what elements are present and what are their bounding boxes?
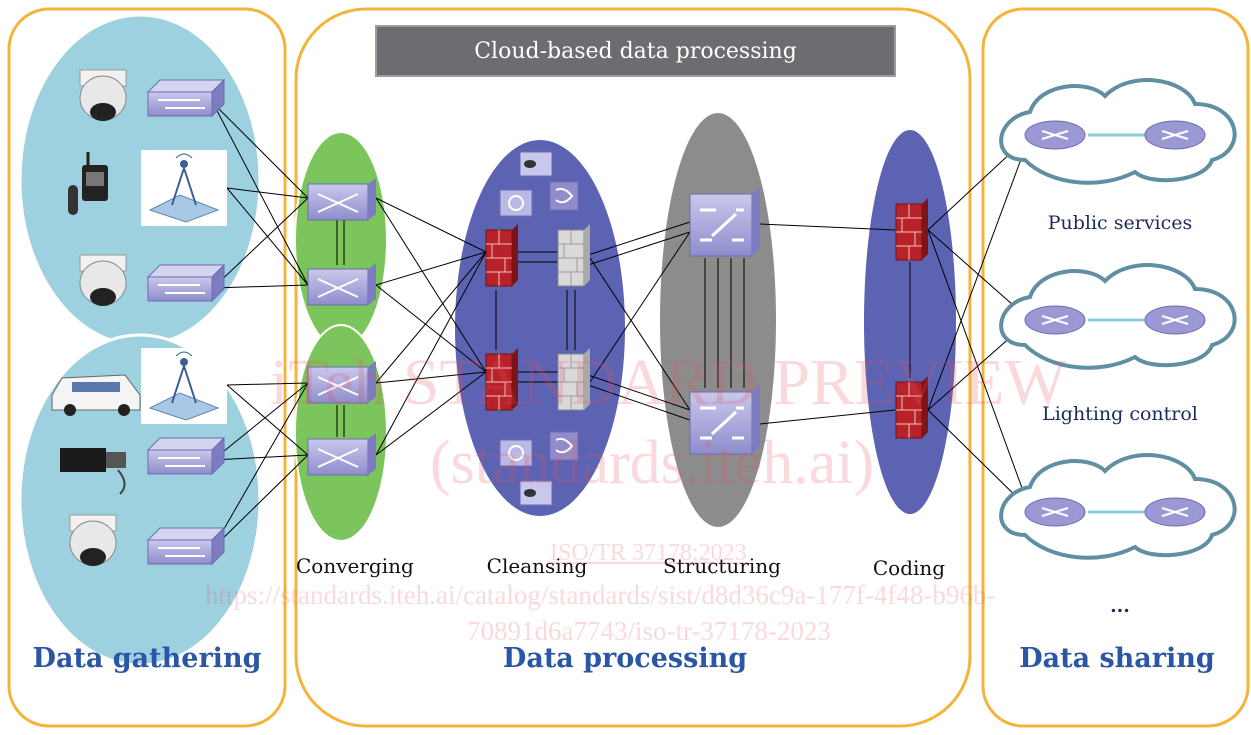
service-label-more: ... — [1110, 595, 1130, 617]
gathering-panel — [7, 7, 287, 728]
service-label-public: Public services — [1047, 212, 1193, 234]
dome-camera-icon — [79, 69, 127, 121]
converging-ellipse-bottom — [294, 324, 388, 542]
stage-label-converging: Converging — [296, 554, 414, 578]
section-title-sharing: Data sharing — [1019, 643, 1215, 674]
wireless-tower-icon — [141, 150, 227, 226]
network-switch-icon — [146, 78, 226, 118]
network-switch-icon — [146, 263, 226, 303]
wireless-tower-icon — [141, 348, 227, 424]
surveillance-van-icon — [51, 374, 141, 416]
section-title-processing: Data processing — [502, 643, 748, 674]
cloud-network-icon — [999, 453, 1237, 560]
cloud-processing-banner: Cloud-based data processing — [375, 25, 896, 77]
server-module-icon — [549, 431, 579, 461]
server-module-icon — [519, 480, 553, 506]
cloud-network-icon — [999, 263, 1237, 370]
dome-camera-icon — [69, 514, 117, 566]
stage-label-coding: Coding — [872, 556, 946, 580]
radio-handset-icon — [68, 152, 108, 215]
dome-camera-icon — [79, 254, 127, 306]
converging-switch-icon — [307, 361, 376, 404]
cloud-network-icon — [999, 78, 1237, 185]
stage-label-cleansing: Cleansing — [486, 554, 588, 578]
converging-switch-icon — [307, 433, 376, 476]
processing-panel — [294, 7, 972, 728]
firewall-icon — [895, 376, 928, 439]
stage-label-structuring: Structuring — [663, 554, 781, 578]
firewall-icon — [895, 198, 928, 261]
section-title-gathering: Data gathering — [32, 643, 262, 674]
firewall-icon — [557, 348, 590, 411]
box-camera-icon — [60, 448, 126, 495]
converging-switch-icon — [307, 263, 376, 306]
server-module-icon — [519, 151, 553, 177]
core-switch-icon — [689, 186, 760, 257]
service-label-lighting: Lighting control — [1042, 403, 1198, 425]
network-switch-icon — [146, 436, 226, 476]
firewall-icon — [485, 224, 518, 287]
connection-lines — [212, 102, 1031, 549]
firewall-icon — [557, 224, 590, 287]
converging-switch-icon — [307, 178, 376, 221]
cleansing-ellipse — [455, 140, 625, 516]
core-switch-icon — [689, 384, 760, 455]
converging-ellipse-top — [294, 131, 388, 349]
network-switch-icon — [146, 526, 226, 566]
server-module-icon — [499, 189, 533, 217]
server-module-icon — [499, 439, 533, 467]
server-module-icon — [549, 181, 579, 211]
firewall-icon — [485, 348, 518, 411]
sharing-panel — [981, 7, 1250, 728]
